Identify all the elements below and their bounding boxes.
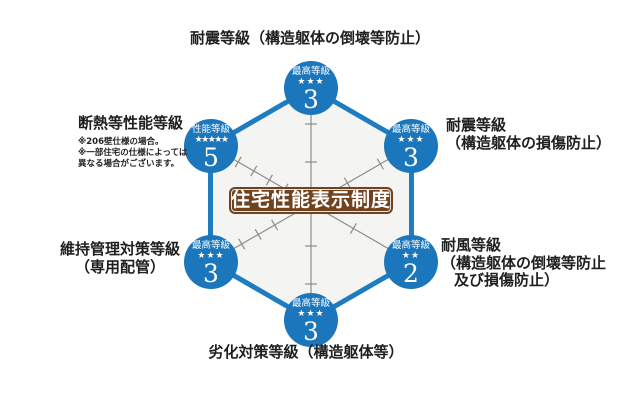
grade-value: 5	[203, 143, 219, 172]
score-node-seismic-damage: 最高等級 ★★★ 3	[384, 119, 438, 173]
grade-badge-label: 性能等級	[191, 124, 230, 135]
score-node-seismic-collapse: 最高等級 ★★★ 3	[284, 61, 338, 115]
label-insulation: 断熱等性能等級 ※206壁仕様の場合。 ※一部住宅の仕様によっては 異なる場合が…	[78, 114, 210, 171]
grade-value: 3	[303, 85, 319, 114]
label-wind-resistance: 耐風等級 （構造躯体の倒壊等防止 及び損傷防止）	[441, 236, 607, 290]
insulation-footnotes: ※206壁仕様の場合。 ※一部住宅の仕様によっては 異なる場合がございます。	[78, 137, 210, 171]
label-line: 断熱等性能等級	[78, 114, 184, 132]
grade-badge-label: 最高等級	[291, 298, 330, 309]
grade-badge-label: 最高等級	[391, 124, 430, 135]
label-line: 及び損傷防止）	[454, 271, 560, 290]
score-node-insulation: 性能等級 ★★★★★ 5	[184, 119, 238, 173]
score-node-maintenance: 最高等級 ★★★ 3	[184, 235, 238, 289]
star-rating: ★★★	[297, 309, 325, 319]
grade-value: 3	[403, 143, 419, 172]
footnote-line: ※一部住宅の仕様によっては	[78, 147, 188, 158]
label-deterioration: 劣化対策等級（構造躯体等）	[208, 343, 404, 361]
label-line: （専用配管）	[74, 257, 165, 276]
center-title-badge: 住宅性能表示制度	[229, 187, 393, 214]
score-node-wind-resistance: 最高等級 ★★ 2	[384, 235, 438, 289]
label-line: 維持管理対策等級	[60, 240, 181, 258]
center-title-text: 住宅性能表示制度	[230, 189, 391, 211]
grade-badge-label: 最高等級	[291, 66, 330, 77]
star-rating: ★★★	[197, 251, 225, 261]
footnote-line: 異なる場合がございます。	[78, 159, 180, 170]
grade-badge-label: 最高等級	[391, 240, 430, 251]
label-line: （構造躯体の倒壊等防止	[441, 253, 607, 272]
grade-value: 3	[203, 259, 219, 288]
label-seismic-collapse: 耐震等級（構造躯体の倒壊等防止）	[189, 29, 430, 47]
star-rating: ★★	[401, 251, 421, 261]
star-rating: ★★★	[397, 135, 425, 145]
grade-badge-label: 最高等級	[191, 240, 230, 251]
label-line: （構造躯体の損傷防止）	[446, 133, 612, 152]
footnote-line: ※206壁仕様の場合。	[78, 136, 164, 147]
label-seismic-damage: 耐震等級 （構造躯体の損傷防止）	[446, 116, 612, 152]
label-maintenance: 維持管理対策等級 （専用配管）	[60, 240, 181, 276]
score-node-deterioration: 最高等級 ★★★ 3	[284, 293, 338, 347]
label-line: 耐震等級	[446, 116, 507, 134]
star-rating: ★★★	[297, 77, 325, 87]
badge-inner-frame	[231, 189, 391, 212]
label-line: 耐風等級	[441, 236, 502, 254]
grade-value: 3	[303, 317, 319, 346]
grade-value: 2	[403, 259, 419, 288]
star-rating: ★★★★★	[194, 135, 229, 145]
